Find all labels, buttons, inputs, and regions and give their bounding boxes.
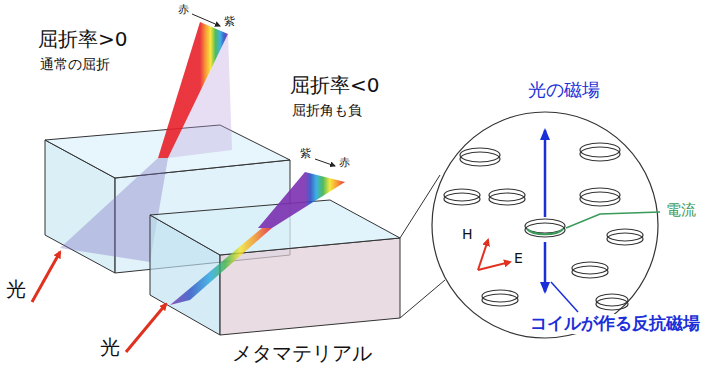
color-label: 赤: [178, 4, 189, 17]
note-text: 通常の屈折: [40, 56, 110, 72]
h-axis-arrow: [478, 240, 488, 270]
magnifier-line: [400, 280, 445, 318]
leader-line: [551, 282, 578, 312]
refraction-plane: [168, 34, 232, 158]
current-path: [527, 229, 563, 234]
heading-text: 屈折率>0: [38, 28, 127, 51]
light-label: 光: [100, 336, 120, 359]
field-label: 光の磁場: [528, 80, 600, 101]
magnified-view: [432, 112, 658, 338]
color-order-arrow: [315, 159, 335, 166]
light-arrow: [32, 252, 60, 302]
field-label: コイルが作る反抗磁場: [528, 314, 702, 334]
light-label: 光: [6, 278, 26, 301]
axis-label: H: [462, 226, 473, 242]
color-label: 赤: [339, 157, 350, 170]
axis-label: E: [514, 250, 523, 266]
material-label: メタマテリアル: [232, 342, 372, 365]
current-leader: [566, 212, 660, 228]
coil-rings: [444, 143, 643, 310]
color-order-arrow: [192, 14, 220, 26]
heading-text: 屈折率<0: [290, 74, 379, 97]
color-label: 紫: [300, 148, 311, 161]
rainbow-plane: [170, 228, 272, 305]
light-arrow: [126, 304, 166, 352]
note-text: 屈折角も負: [292, 102, 362, 118]
e-axis-arrow: [478, 262, 510, 270]
current-label: 電流: [664, 202, 698, 219]
rainbow-fan: [258, 172, 345, 228]
counter-field-arrow: [544, 242, 547, 292]
light-magnetic-field-arrow: [544, 130, 547, 217]
color-label: 紫: [224, 16, 235, 29]
